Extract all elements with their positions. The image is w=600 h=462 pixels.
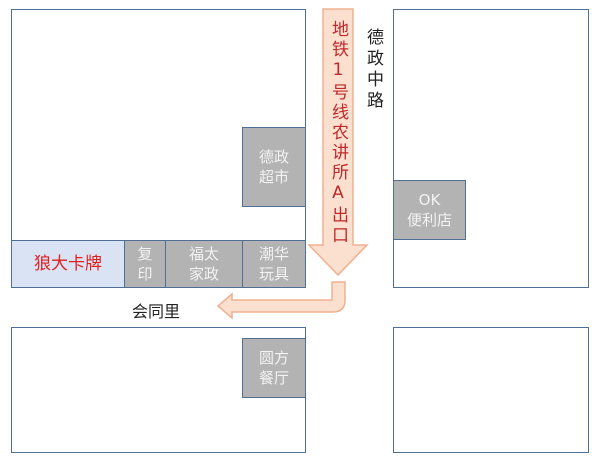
label: 超市 bbox=[258, 168, 289, 186]
label: 便利店 bbox=[406, 211, 452, 229]
label: 餐厅 bbox=[258, 369, 289, 387]
shop-yuanfang: 圆方餐厅 bbox=[242, 338, 306, 398]
label: 潮华 bbox=[258, 245, 289, 263]
label: 玩具 bbox=[258, 265, 289, 283]
subway-exit-arrow bbox=[307, 8, 369, 277]
label: 福太 bbox=[188, 245, 219, 263]
shop-langda-cards: 狼大卡牌 bbox=[11, 240, 125, 288]
shop-copy: 复印 bbox=[124, 240, 166, 288]
label: OK bbox=[418, 191, 441, 209]
shop-futai: 福太家政 bbox=[165, 240, 243, 288]
shop-ok-store: OK 便利店 bbox=[393, 180, 466, 240]
label: 家政 bbox=[188, 265, 219, 283]
block-top-right bbox=[393, 9, 589, 288]
label: 圆方 bbox=[258, 349, 289, 367]
label: 复 bbox=[137, 245, 153, 263]
shop-dezheng-supermarket: 德政超市 bbox=[242, 127, 306, 207]
road-label-dezheng: 德政中路 bbox=[363, 28, 383, 112]
shop-chaohua: 潮华玩具 bbox=[242, 240, 306, 288]
label: 德政 bbox=[258, 148, 289, 166]
label: 狼大卡牌 bbox=[34, 254, 102, 274]
road-label-huitongli: 会同里 bbox=[132, 302, 181, 321]
route-arrow bbox=[216, 281, 346, 320]
block-bottom-right bbox=[393, 327, 589, 453]
subway-exit-label: 地铁1号线农讲所A出口 bbox=[328, 20, 348, 246]
label: 印 bbox=[137, 265, 153, 283]
